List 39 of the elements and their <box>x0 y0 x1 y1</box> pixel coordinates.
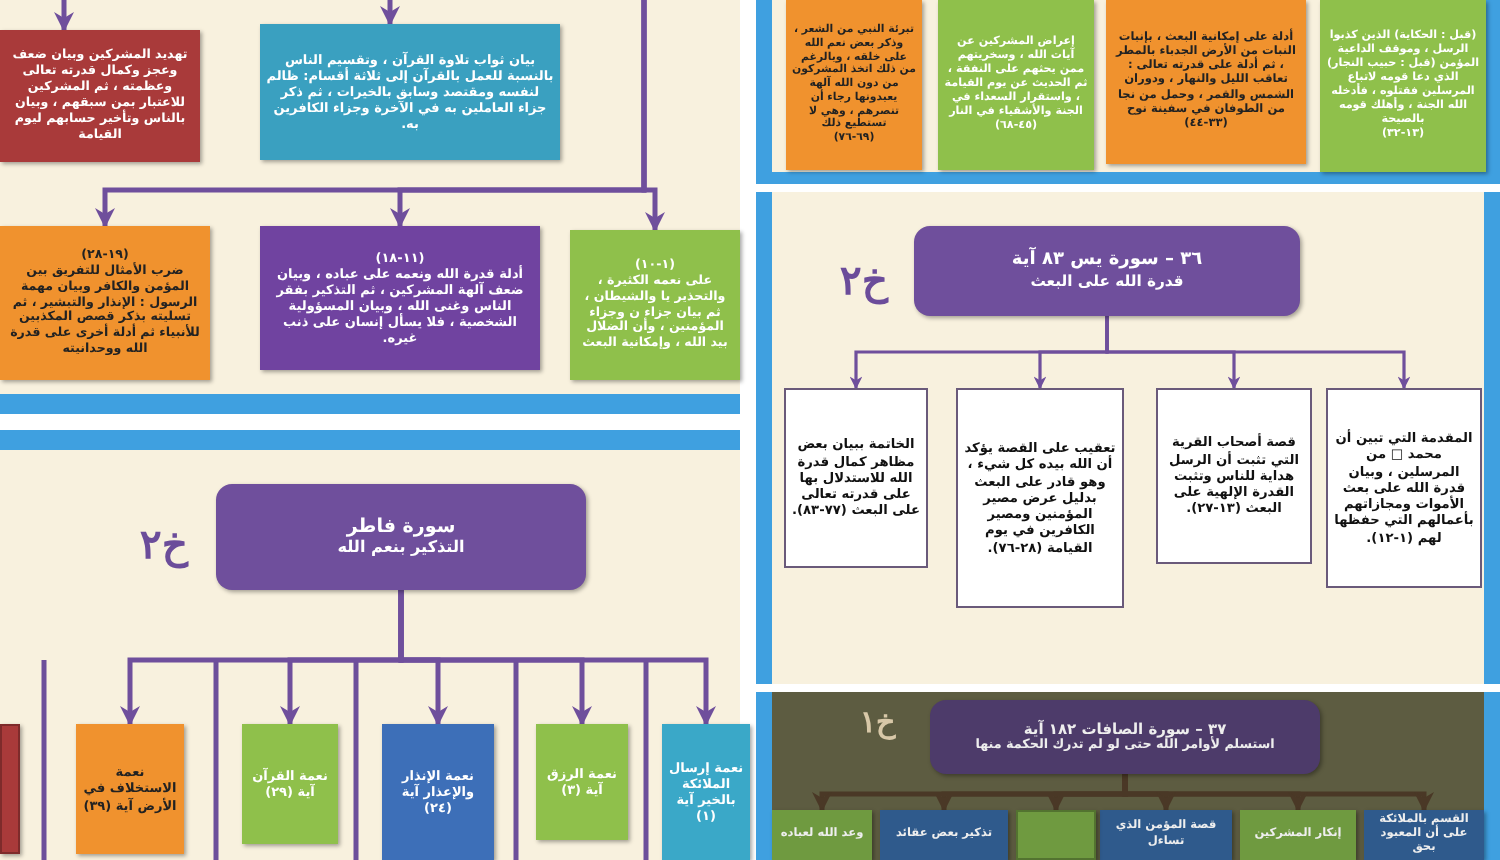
section-code: خ١ <box>860 704 896 740</box>
connector-arrow <box>849 316 1109 390</box>
title-box <box>930 700 1320 774</box>
connector-arrow <box>120 590 404 726</box>
topic-box <box>772 810 872 860</box>
topic-box <box>1156 388 1312 564</box>
connector-arrow <box>54 0 74 32</box>
topic-box <box>786 0 922 170</box>
title-box <box>216 484 586 590</box>
topic-box <box>76 724 184 854</box>
title-box <box>914 226 1300 316</box>
topic-box <box>0 226 210 380</box>
topic-box <box>956 388 1124 608</box>
topic-box <box>570 230 740 380</box>
topic-box <box>1364 810 1484 860</box>
section-code: خ٢ <box>140 520 188 568</box>
section-code: خ٢ <box>840 256 888 304</box>
topic-box <box>784 388 928 568</box>
topic-box <box>382 724 494 860</box>
topic-box <box>1240 810 1356 860</box>
empty-box <box>1016 810 1096 860</box>
title-text: ٣٦ – سورة يس ٨٣ آية <box>1011 250 1203 273</box>
connector-arrow <box>641 0 665 232</box>
topic-box <box>1326 388 1482 588</box>
subtitle-text: التذكير بنعم الله <box>337 538 465 559</box>
topic-box <box>880 810 1008 860</box>
connector-arrow <box>380 0 400 26</box>
empty-box <box>0 724 20 854</box>
topic-box <box>938 0 1094 170</box>
topic-box <box>260 24 560 160</box>
title-text: سورة فاطر <box>346 515 456 539</box>
topic-box <box>662 724 750 860</box>
topic-box <box>1106 0 1306 164</box>
topic-box <box>0 30 200 162</box>
topic-box <box>1320 0 1486 172</box>
topic-box <box>242 724 338 844</box>
topic-box <box>260 226 540 370</box>
topic-box <box>1100 810 1232 860</box>
topic-box <box>536 724 628 840</box>
